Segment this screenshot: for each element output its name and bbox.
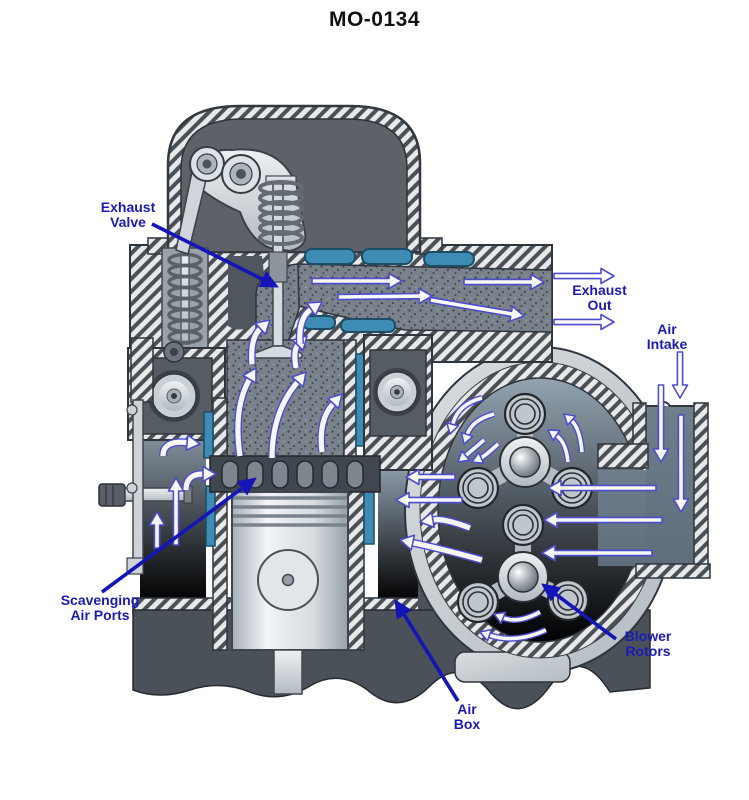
label-line: Blower: [624, 628, 672, 644]
label-leader-arrows: [100, 222, 618, 702]
flow-arrow: [672, 414, 690, 513]
flow-arrow: [471, 441, 501, 465]
flow-arrow: [460, 410, 495, 445]
label-line: Box: [453, 716, 481, 732]
label-line: Scavenging: [60, 592, 140, 608]
piston-rod: [273, 649, 303, 695]
label-line: Out: [587, 297, 612, 313]
air-box-leader-arrow: [394, 599, 460, 702]
flow-arrow: [463, 273, 545, 291]
flow-arrow: [167, 477, 185, 546]
label-line: Air: [657, 321, 677, 337]
flow-arrow: [159, 434, 201, 457]
flow-arrow: [445, 394, 483, 435]
flow-arrow: [182, 465, 217, 491]
rotor-shaft-sphere: [509, 446, 541, 478]
label-scavenging-air-ports: Scavenging Air Ports: [30, 593, 170, 623]
blower-rotors-leader-arrow: [541, 583, 618, 641]
label-line: Exhaust: [100, 199, 156, 215]
label-blower-rotors: Blower Rotors: [598, 629, 698, 659]
flow-arrow: [547, 429, 572, 463]
label-line: Valve: [110, 214, 146, 230]
label-line: Rotors: [625, 643, 671, 659]
flow-arrow: [311, 272, 403, 290]
exhaust-valve-leader-arrow: [151, 222, 279, 288]
flow-arrow: [295, 301, 323, 345]
figure-title: MO-0134: [328, 8, 421, 31]
valve-spring: [258, 180, 304, 246]
label-line: Exhaust: [572, 282, 627, 298]
scavenging-ports-leader-arrow: [100, 477, 257, 594]
flow-arrows: [148, 267, 690, 642]
flow-arrow: [493, 609, 542, 625]
flow-arrow: [553, 313, 615, 331]
pushrod-assembly: [161, 247, 209, 349]
flow-arrow: [405, 468, 456, 486]
label-exhaust-valve: Exhaust Valve: [68, 200, 188, 230]
flow-arrow: [547, 479, 657, 497]
flow-arrow: [317, 393, 343, 453]
flow-arrow: [337, 287, 433, 305]
flow-arrow: [457, 437, 487, 463]
coolant-passages: [302, 248, 475, 333]
piston: [231, 491, 349, 695]
flow-arrow: [233, 367, 257, 457]
pushrod-spring: [167, 252, 203, 345]
label-line: Air: [457, 701, 477, 717]
flow-arrow: [148, 511, 166, 549]
flow-arrow: [563, 413, 586, 453]
flow-arrow: [541, 544, 653, 562]
flow-arrow: [247, 319, 271, 365]
scavenging-air-ports: [209, 455, 381, 493]
flow-arrow: [671, 351, 689, 399]
label-air-box: Air Box: [428, 702, 506, 732]
cam-follower-right: [343, 334, 433, 471]
label-line: Air Ports: [70, 607, 130, 623]
exhaust-valve: [252, 175, 304, 359]
label-line: Intake: [646, 336, 688, 352]
flow-arrow: [268, 371, 307, 459]
flow-arrow: [553, 267, 615, 285]
flow-arrow: [395, 491, 463, 509]
piston-rings: [233, 496, 347, 527]
rotor-shaft-sphere: [507, 561, 539, 593]
blower-rotor-top: [456, 392, 594, 510]
flow-arrow: [543, 511, 663, 529]
flow-arrow: [652, 384, 670, 463]
flow-arrow: [479, 627, 548, 642]
flow-arrow: [419, 511, 472, 532]
flow-arrow: [399, 534, 484, 564]
label-exhaust-out: Exhaust Out: [552, 283, 647, 313]
flow-arrow: [428, 296, 525, 323]
label-air-intake: Air Intake: [630, 322, 704, 352]
